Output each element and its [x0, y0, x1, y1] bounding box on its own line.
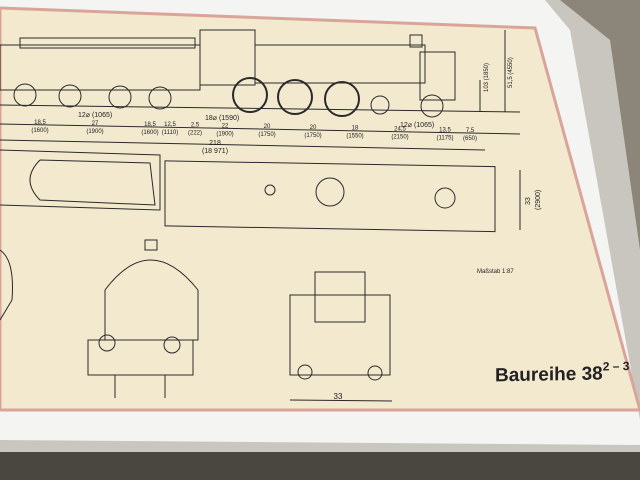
- dimension-value: 22: [222, 123, 229, 129]
- scale-label: Maßstab 1:87: [477, 269, 514, 275]
- height-dimensions: 103 (1850) 51,5 (4550): [484, 57, 514, 92]
- wheel-label: 12⌀ (1065): [78, 112, 112, 119]
- smokebox: [419, 51, 456, 101]
- dimension-value: 7,5: [466, 128, 475, 134]
- chimney: [409, 34, 423, 48]
- plan-width: 33: [525, 197, 532, 205]
- title-superscript: 2 – 3: [603, 359, 630, 373]
- locomotive-plan-view: [0, 149, 521, 233]
- end-view-width: 33: [334, 392, 343, 401]
- tender-plan: [0, 149, 161, 211]
- dimension-value: 18,5: [144, 122, 156, 128]
- dimension-value: 20: [310, 125, 317, 131]
- dimension-mm: (1900): [216, 131, 233, 137]
- dimension-mm: (1550): [346, 134, 363, 140]
- dimension-mm: (1110): [162, 130, 178, 136]
- wheel-label: 12⌀ (1065): [400, 122, 434, 129]
- dimension-mm: (1600): [141, 130, 158, 136]
- dimension-mm: (2150): [391, 135, 408, 141]
- wheel-label: 18⌀ (1590): [205, 115, 239, 122]
- dimension-mm: (1600): [31, 128, 48, 134]
- locomotive-rear-view: [289, 271, 393, 402]
- dimension-value: 2,5: [191, 123, 200, 129]
- dimension-mm: (1175): [437, 135, 454, 141]
- dimension-value: 13,5: [439, 127, 451, 133]
- dimension-value: 24,5: [394, 127, 406, 133]
- dimension-mm: (1750): [258, 132, 275, 138]
- dimension-value: 27: [92, 121, 99, 127]
- dimension-value: 18,5: [34, 120, 46, 126]
- plan-width-mm: (2900): [535, 190, 542, 210]
- tender-top: [19, 37, 196, 49]
- dimension-mm: (1900): [86, 129, 103, 135]
- tender-wheels: [13, 83, 172, 110]
- dimension-mm: (1750): [304, 133, 321, 139]
- drawing-sheet: [0, 6, 640, 412]
- locomotive-front-view: [0, 239, 199, 398]
- frame-plan: [164, 160, 496, 233]
- total-length: 218: [209, 140, 221, 147]
- length-dimensions: 18,5 (1600) 27 (1900) 18,5 (1600) 12,5 (1110) 2,…: [0, 120, 521, 155]
- dimension-mm: (650): [463, 136, 477, 142]
- locomotive-side-view: [0, 29, 521, 118]
- height-label: 103 (1850): [484, 63, 490, 92]
- drawing-title: Baureihe 382 – 3: [495, 359, 630, 386]
- table-bottom: [0, 452, 640, 480]
- dimension-value: 18: [352, 126, 359, 132]
- driving-wheels: [232, 77, 360, 117]
- dimension-mm: (222): [188, 131, 202, 137]
- dimension-value: 20: [264, 124, 271, 130]
- height-label: 51,5 (4550): [508, 57, 514, 88]
- dimension-value: 12,5: [164, 122, 176, 128]
- title-text: Baureihe 38: [495, 363, 603, 386]
- leading-wheels: [370, 94, 444, 118]
- wheel-labels: 12⌀ (1065) 18⌀ (1590) 12⌀ (1065): [78, 112, 434, 129]
- total-length-mm: (18 971): [202, 148, 228, 155]
